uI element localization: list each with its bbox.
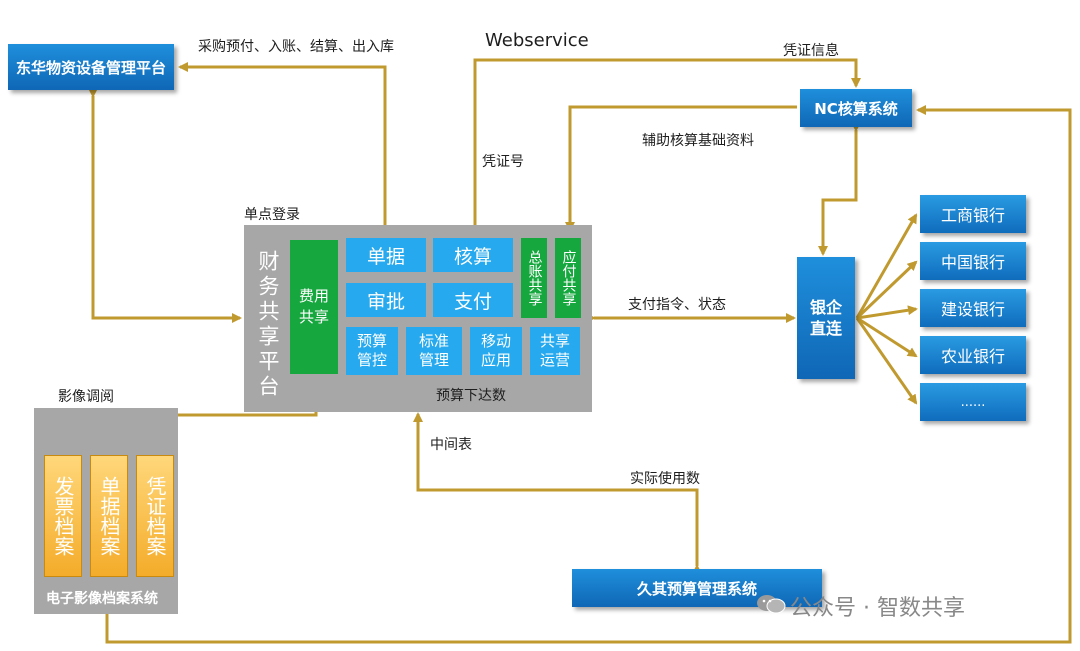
shared-ops-module: 共享 运营 xyxy=(530,327,580,375)
platform-title: 财务共享平台 xyxy=(256,250,280,400)
doc-archive: 单据档案 xyxy=(90,455,128,577)
budget-issue-label: 预算下达数 xyxy=(436,388,506,404)
approval-module: 审批 xyxy=(346,283,426,317)
fee-share-module: 费用 共享 xyxy=(290,240,338,374)
label-webservice: Webservice xyxy=(485,30,589,51)
budget-control-module: 预算 管控 xyxy=(346,327,398,375)
connector-sso xyxy=(88,88,242,323)
bank-boc: 中国银行 xyxy=(920,242,1026,280)
nc-system-box: NC核算系统 xyxy=(800,89,912,127)
donghua-platform-box: 东华物资设备管理平台 xyxy=(8,44,174,90)
label-purchase: 采购预付、入账、结算、出入库 xyxy=(198,39,394,55)
label-aux-data: 辅助核算基础资料 xyxy=(642,133,754,149)
label-voucher-info: 凭证信息 xyxy=(783,43,839,59)
archive-system-title: 电子影像档案系统 xyxy=(46,591,158,607)
invoice-archive: 发票档案 xyxy=(44,455,82,577)
payable-share-module: 应付共享 xyxy=(555,238,581,318)
connector-nc-bank xyxy=(818,122,861,256)
connector-archive-nc xyxy=(102,105,1072,644)
ledger-share-module: 总账共享 xyxy=(521,238,547,318)
mobile-app-module: 移动 应用 xyxy=(470,327,522,375)
watermark-text: 公众号 · 智数共享 xyxy=(790,596,965,621)
accounting-module: 核算 xyxy=(433,238,513,272)
label-mid-table: 中间表 xyxy=(430,437,472,453)
connector-aux-data xyxy=(565,105,797,232)
connector-purchase xyxy=(178,62,390,235)
connector-bank-5 xyxy=(855,317,918,405)
label-sso: 单点登录 xyxy=(244,207,300,223)
doc-module: 单据 xyxy=(346,238,426,272)
connector-bank-4 xyxy=(856,316,918,358)
wechat-icon xyxy=(756,593,786,615)
label-image-view: 影像调阅 xyxy=(58,389,114,405)
standard-mgmt-module: 标准 管理 xyxy=(406,327,462,375)
bank-direct-box: 银企 直连 xyxy=(797,257,855,379)
connector-bank-1 xyxy=(855,213,918,319)
bank-icbc: 工商银行 xyxy=(920,195,1026,233)
label-payment-cmd: 支付指令、状态 xyxy=(628,297,726,313)
bank-ccb: 建设银行 xyxy=(920,289,1026,327)
bank-abc: 农业银行 xyxy=(920,336,1026,374)
voucher-archive: 凭证档案 xyxy=(136,455,174,577)
bank-more: ...... xyxy=(920,383,1026,421)
payment-module: 支付 xyxy=(433,283,513,317)
label-actual-use: 实际使用数 xyxy=(630,471,700,487)
label-voucher-no: 凭证号 xyxy=(482,154,524,170)
